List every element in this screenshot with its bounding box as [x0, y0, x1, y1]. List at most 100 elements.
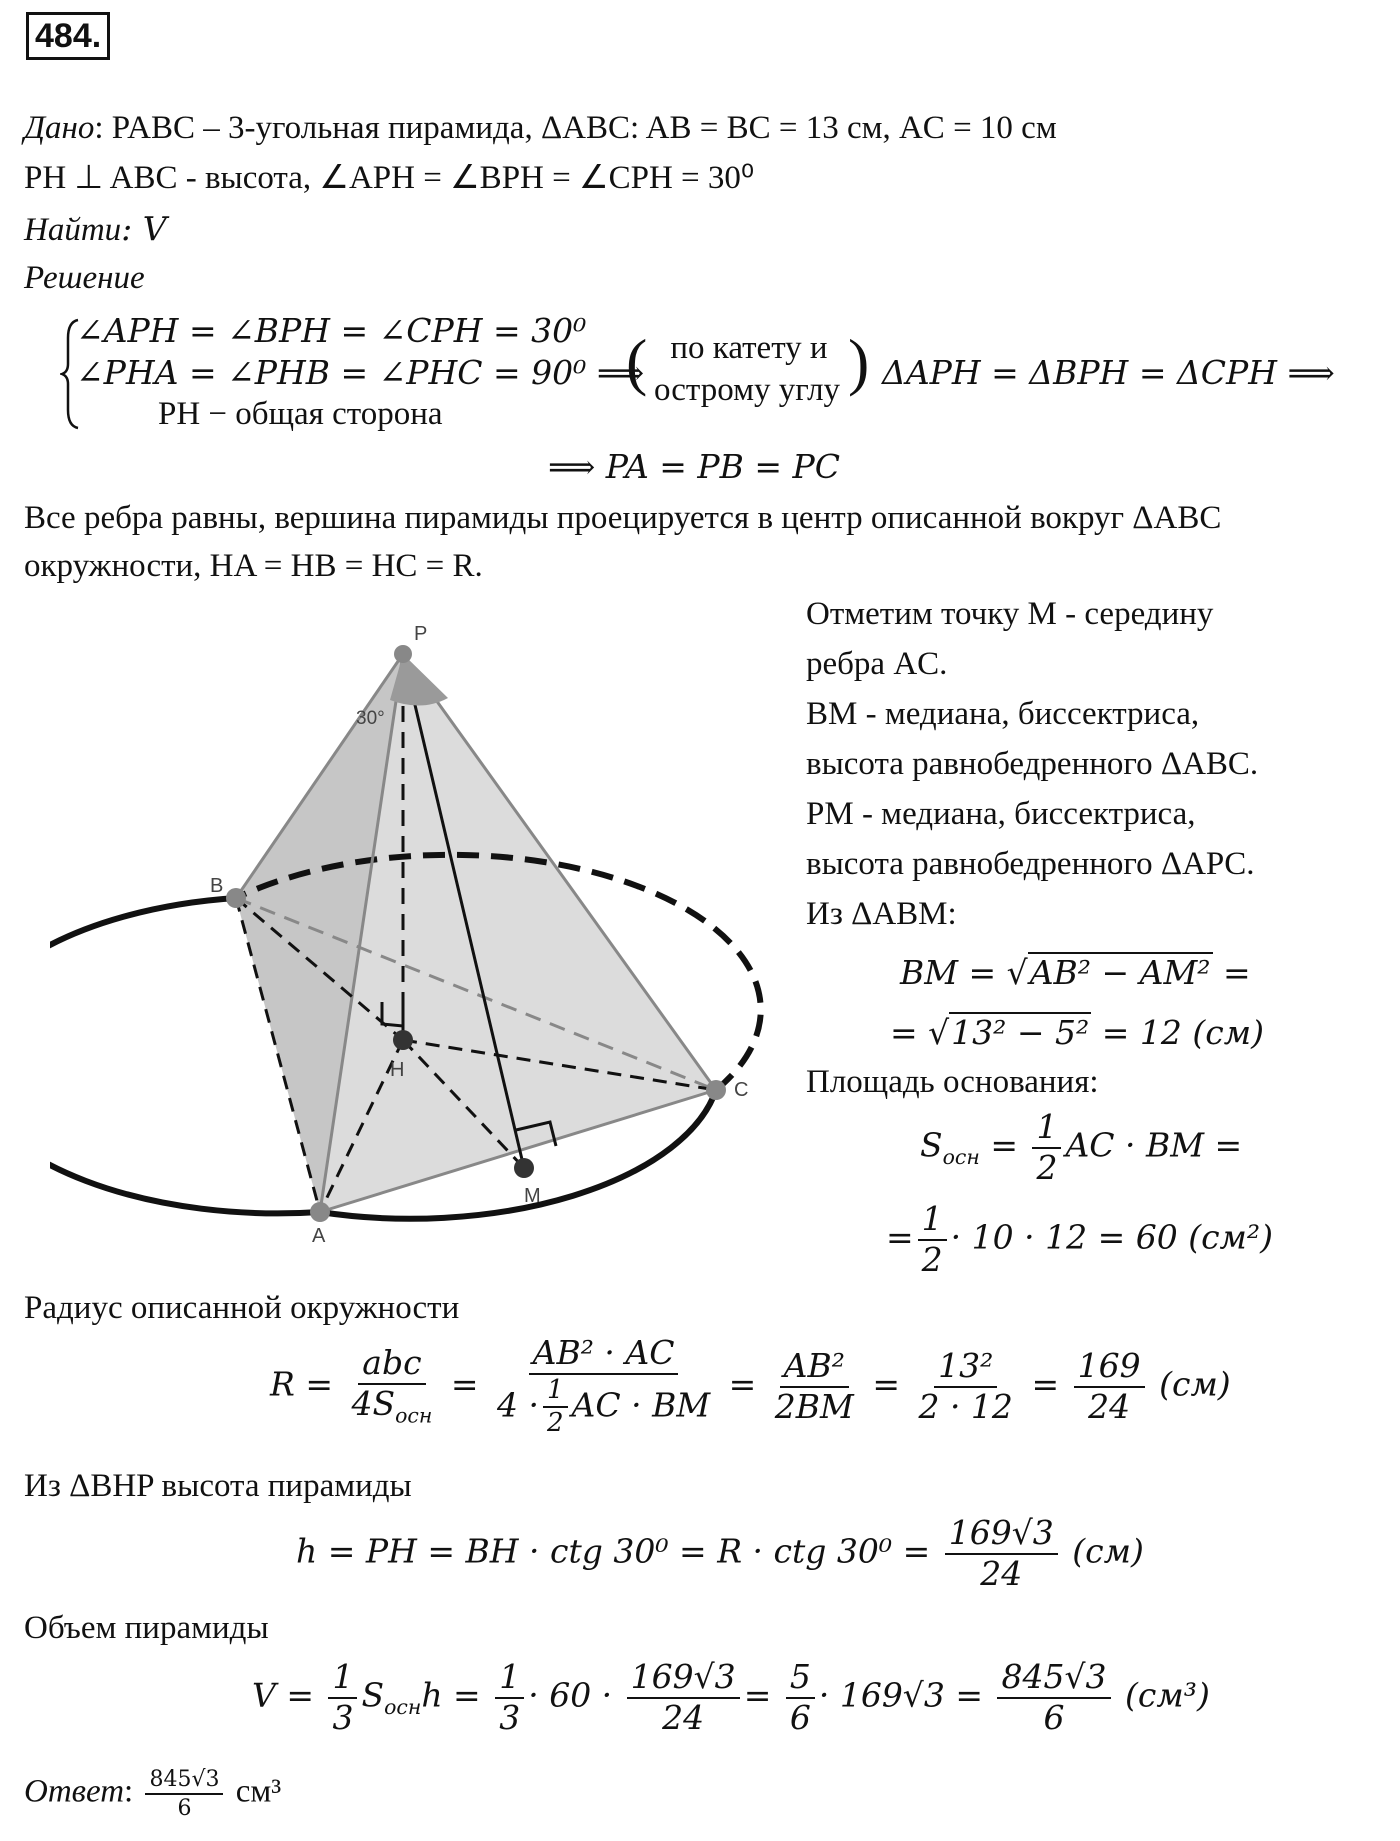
v-f2-num: 1 [495, 1659, 525, 1699]
r-f5-den: 24 [1088, 1386, 1131, 1426]
face-PAC [320, 654, 716, 1212]
s1-sub: осн [942, 1145, 980, 1170]
edge-PA [318, 653, 405, 1213]
v-s-sub: осн [384, 1695, 422, 1720]
h-num: 169√3 [944, 1515, 1058, 1555]
r-f3-num: AB² [779, 1348, 849, 1388]
right-angle-H [380, 1002, 405, 1028]
v-unit: (см³) [1125, 1675, 1210, 1715]
label-M: M [524, 1185, 541, 1207]
sqrt-sign-2: √ [928, 1013, 950, 1052]
r-f2-inner-den: 2 [546, 1407, 564, 1438]
height-formula: h = PH = BH · ctg 30⁰ = R · ctg 30⁰ = 16… [296, 1515, 1144, 1593]
h-den: 24 [980, 1553, 1023, 1593]
v-f1-den: 3 [332, 1697, 354, 1737]
v-f5-den: 6 [1043, 1697, 1065, 1737]
find-value: : V [121, 209, 167, 248]
r-eq-3: = [872, 1364, 900, 1404]
answer-unit: см³ [235, 1773, 282, 1810]
answer-colon: : [124, 1773, 134, 1810]
segment-HA [318, 1039, 405, 1213]
v-mid2: · 60 · [528, 1675, 613, 1715]
v-f2-den: 3 [499, 1697, 521, 1737]
bm2-left: = [890, 1013, 929, 1052]
right-line-2: ребра AC. [806, 646, 948, 682]
point-A [310, 1202, 330, 1222]
bm1-left: BM = [900, 953, 1007, 992]
r-f2-den-b: AC · BM [571, 1384, 711, 1424]
s2-right: · 10 · 12 = 60 (см²) [950, 1217, 1274, 1257]
r-f1-den-sub: осн [395, 1403, 433, 1428]
criterion-top: по катету и [670, 330, 828, 366]
sqrt-sign-1: √ [1006, 953, 1028, 992]
bm2-right: = 12 (см) [1091, 1013, 1264, 1052]
label-C: C [734, 1079, 748, 1101]
bm2-radicand: 13² − 5² [949, 1012, 1092, 1052]
h-lhs: h = PH = BH · ctg 30⁰ = R · ctg 30⁰ = [296, 1531, 931, 1571]
point-B [226, 888, 246, 908]
r-eq-4: = [1031, 1364, 1060, 1404]
height-label: Из ΔBHP высота пирамиды [24, 1468, 412, 1504]
bm-formula-1: BM = √AB² − AM² = [900, 952, 1251, 992]
find-label: Найти [24, 212, 122, 248]
find-line: Найти: V [24, 210, 167, 250]
circumcircle-back [234, 851, 764, 1093]
right-line-3: BM - медиана, биссектриса, [806, 696, 1200, 732]
volume-label: Объем пирамиды [24, 1610, 269, 1646]
r-f2-den-a: 4 · [496, 1384, 539, 1424]
r-f2-inner-num: 1 [542, 1376, 568, 1408]
segment-BH [235, 896, 404, 1042]
edge-BA-dashed [234, 897, 322, 1213]
system-row-3: PH − общая сторона [158, 396, 443, 432]
circumcircle-front [50, 895, 719, 1222]
para1-line-1: Все ребра равны, вершина пирамиды проеци… [24, 500, 1222, 536]
r-eq-1: = [450, 1364, 479, 1404]
r-f1-num: abc [358, 1346, 426, 1385]
apothem-PM [401, 653, 526, 1169]
bm-formula-2: = √13² − 5² = 12 (см) [890, 1012, 1264, 1052]
r-eq-2: = [728, 1364, 757, 1404]
v-f3-den: 24 [662, 1697, 705, 1737]
angle-arc-P [390, 654, 448, 706]
paren-open: ( [626, 326, 648, 397]
v-s: S [361, 1675, 385, 1715]
para1-line-2: окружности, HA = HB = HC = R. [24, 548, 483, 584]
given-label: Дано [24, 110, 95, 146]
answer-den: 6 [177, 1796, 192, 1822]
point-P [394, 645, 412, 663]
system-brace [60, 318, 79, 430]
r-f3-den: 2BM [774, 1386, 854, 1426]
problem-number: 484. [26, 12, 111, 60]
s2-num: 1 [917, 1201, 947, 1241]
right-angle-M [515, 1120, 558, 1147]
v-eq: = [743, 1675, 772, 1715]
s2-den: 2 [921, 1239, 943, 1279]
r-f5-num: 169 [1073, 1348, 1145, 1388]
r-lhs: R = [270, 1364, 333, 1404]
v-f4-num: 5 [785, 1659, 815, 1699]
bm1-right: = [1212, 953, 1251, 992]
right-line-7: Из ΔABM: [806, 896, 957, 932]
label-P: P [414, 623, 427, 645]
label-A: A [312, 1225, 326, 1247]
s2-left: = [886, 1217, 914, 1257]
v-mid3: · 169√3 = [818, 1675, 983, 1715]
segment-HC [402, 1038, 717, 1092]
point-H [393, 1030, 413, 1050]
v-f5-num: 845√3 [997, 1659, 1111, 1699]
